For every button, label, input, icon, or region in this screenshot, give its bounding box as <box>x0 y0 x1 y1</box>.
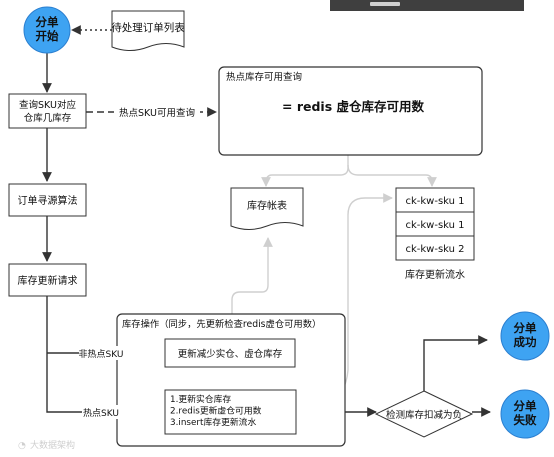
start-text-line: 分单 <box>36 15 59 29</box>
success-label: 分单成功 <box>514 321 537 349</box>
start-text-line: 开始 <box>36 29 59 43</box>
hot-query-box <box>218 66 483 156</box>
edge-hotbox-to-flow <box>347 164 437 187</box>
top-toolbar-strip <box>330 0 524 11</box>
hot-action-text-line: 3.insert库存更新流水 <box>170 416 256 428</box>
flow-label: 库存更新流水 <box>405 268 465 281</box>
edge-hotbox-to-ledger <box>261 155 349 187</box>
stock-update-request-label: 库存更新请求 <box>18 274 78 287</box>
query-sku-label: 查询SKU对应仓库几库存 <box>19 99 76 124</box>
watermark-icon: ◔ <box>18 441 26 451</box>
query-text-line: 仓库几库存 <box>24 112 72 124</box>
pending-orders-document <box>111 10 185 51</box>
hot-sku-query-label: 热点SKU可用查询 <box>119 107 195 119</box>
hot-sku-label-bg <box>82 405 120 419</box>
check-negative-diamond <box>374 390 474 438</box>
query-sku-box <box>8 93 87 129</box>
non-hot-action-box <box>164 338 296 368</box>
query-text-line: 查询SKU对应 <box>19 99 76 111</box>
success-text-line: 分单 <box>514 321 537 335</box>
hot-action-text-line: 2.redis更新虚仓可用数 <box>170 405 262 417</box>
start-label: 分单开始 <box>36 15 59 43</box>
flow-item-label: ck-kw-sku 1 <box>405 196 464 207</box>
pending-orders-label: 待处理订单列表 <box>111 21 185 34</box>
hot-query-title: 热点库存可用查询 <box>226 71 302 83</box>
non-hot-sku-label-bg <box>79 346 123 360</box>
stock-ledger-document <box>230 187 304 230</box>
stock-update-request-box <box>8 263 87 297</box>
order-routing-label: 订单寻源算法 <box>18 194 78 207</box>
hot-action-box <box>164 389 297 435</box>
toolbar-handle <box>370 2 400 6</box>
flow-item-label: ck-kw-sku 2 <box>405 244 464 255</box>
non-hot-sku-label: 非热点SKU <box>79 348 124 360</box>
non-hot-action-label: 更新减少实仓、虚仓库存 <box>178 348 283 360</box>
failure-label: 分单失败 <box>514 399 537 427</box>
order-routing-box <box>8 183 87 217</box>
watermark-text: 大数据架构 <box>30 439 75 451</box>
success-text-line: 成功 <box>514 335 537 349</box>
success-terminal <box>500 311 550 361</box>
stock-operation-title: 库存操作（同步，先更新检查redis虚仓可用数） <box>122 318 321 330</box>
edge-op-to-ledger <box>231 237 273 318</box>
hot-action-text-line: 1.更新实仓库存 <box>170 393 231 405</box>
flow-item <box>395 235 475 261</box>
hot-sku-query-label-bg <box>114 104 200 119</box>
check-negative-label: 检测库存扣减为负 <box>386 409 462 421</box>
stock-ledger-label: 库存帐表 <box>247 199 287 212</box>
failure-terminal <box>500 389 550 439</box>
failure-text-line: 分单 <box>514 399 537 413</box>
flow-item <box>395 187 475 213</box>
flow-item-label: ck-kw-sku 1 <box>405 220 464 231</box>
edge-check-to-success <box>423 335 488 392</box>
start-terminal <box>23 6 71 54</box>
hot-query-formula: = redis 虚仓库存可用数 <box>282 99 424 114</box>
failure-text-line: 失败 <box>514 413 537 427</box>
flow-item <box>395 211 475 237</box>
hot-sku-label: 热点SKU <box>83 407 119 419</box>
